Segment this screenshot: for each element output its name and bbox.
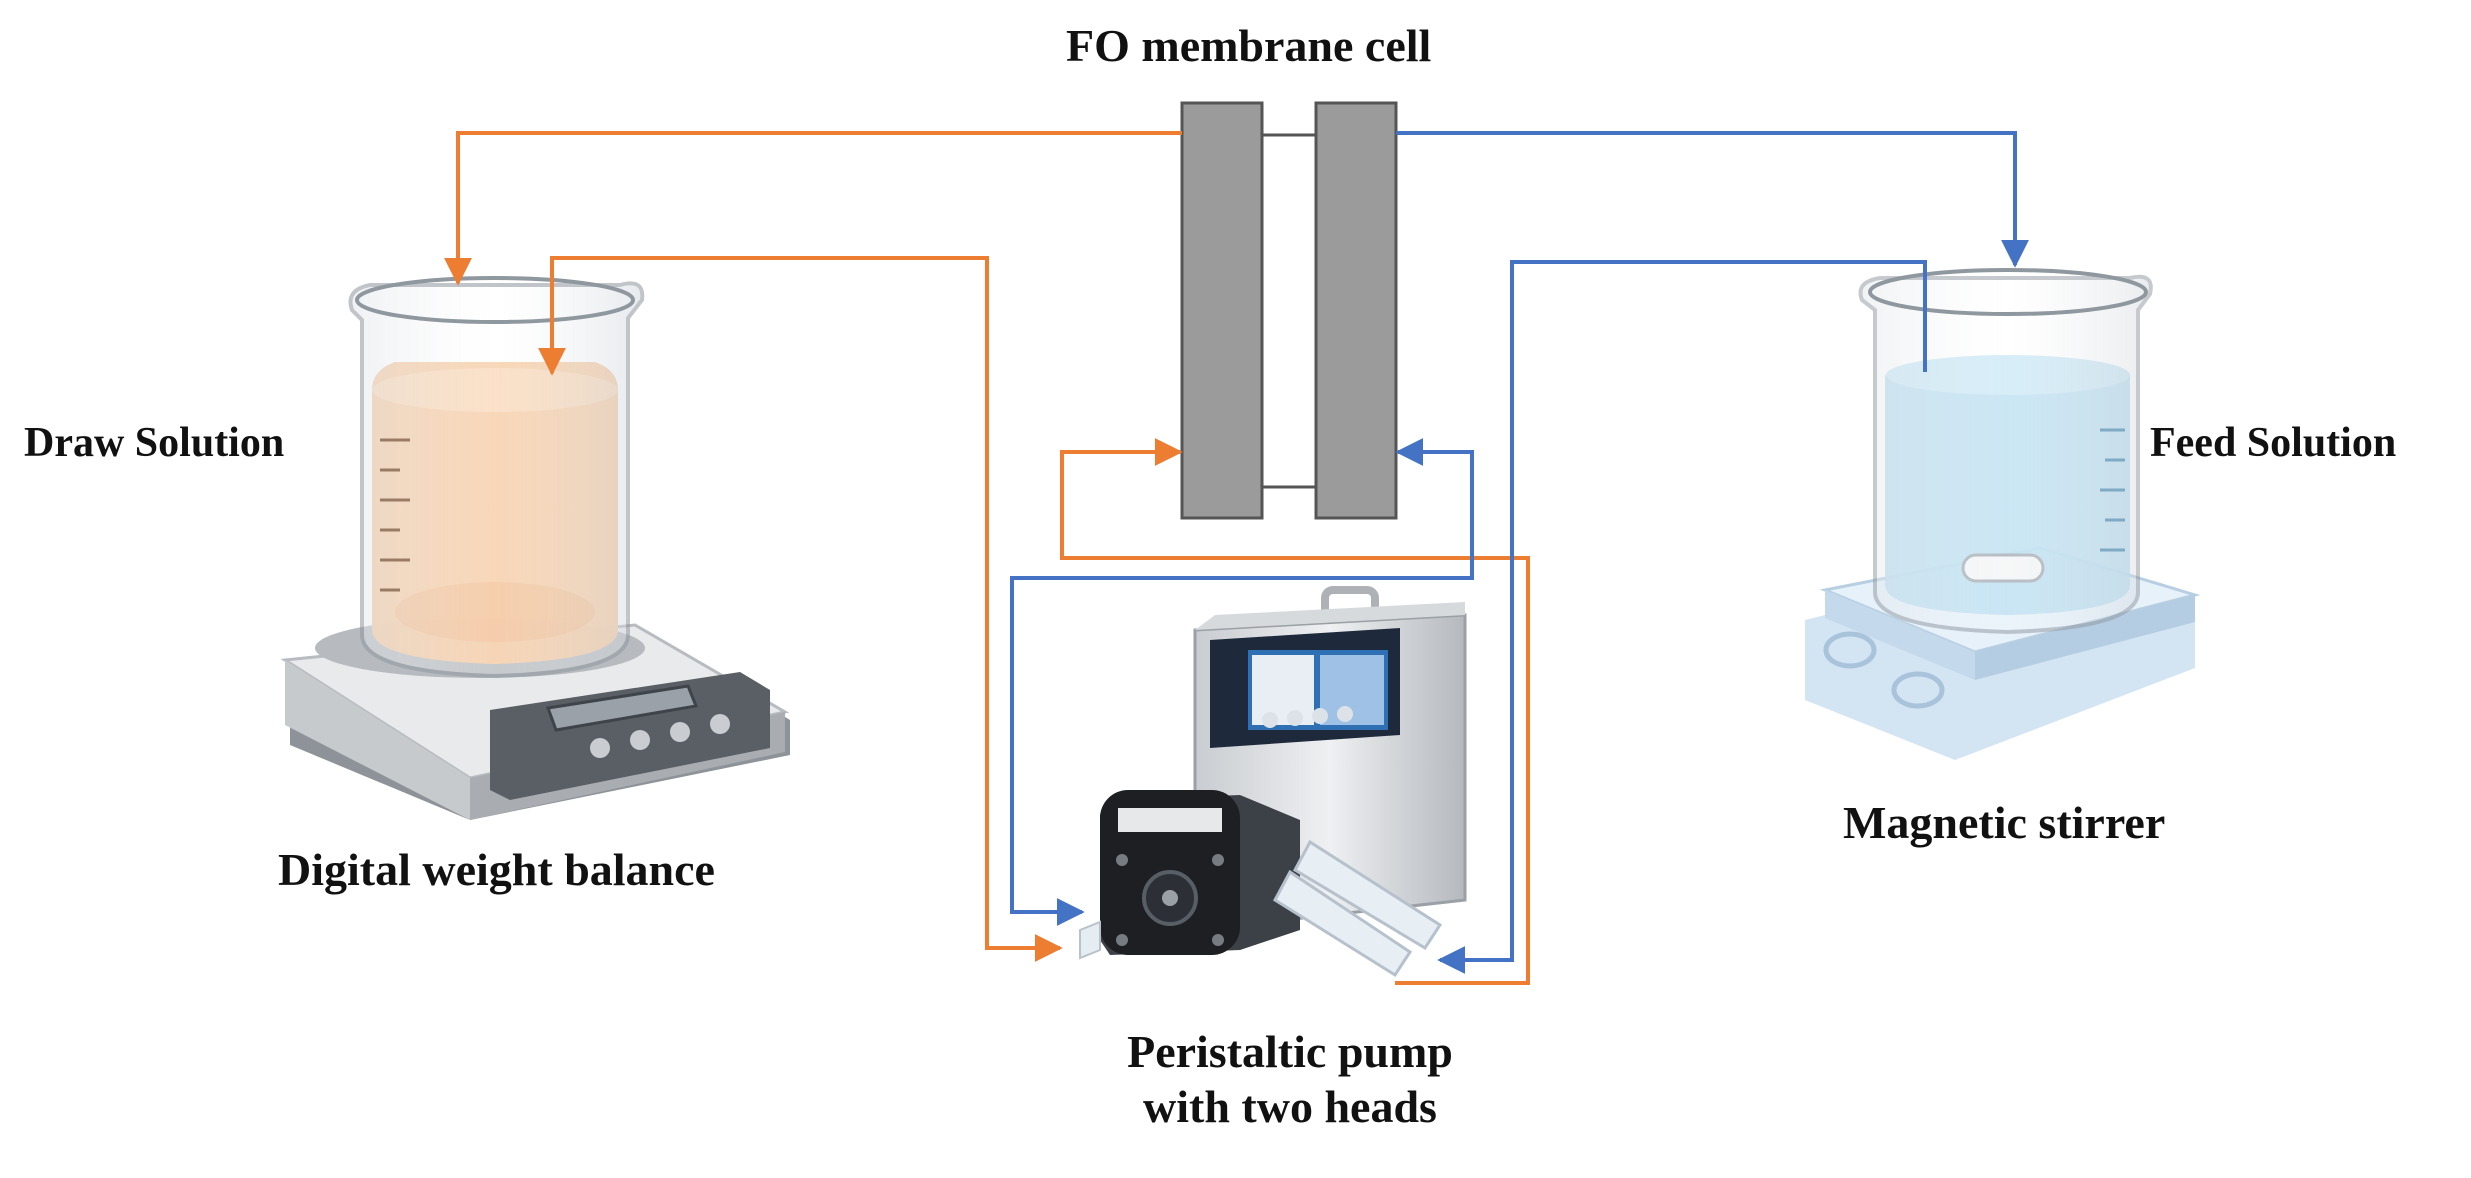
feed-line-cell-to-beaker (1396, 131, 2029, 268)
draw-line-cell-to-beaker (444, 131, 1182, 286)
peristaltic-pump-icon (1079, 586, 1467, 978)
stirrer-label: Magnetic stirrer (1843, 797, 2166, 848)
beaker-feed-icon (1858, 268, 2153, 635)
feed-line-beaker-to-pump (1437, 260, 1927, 974)
membrane-cell-icon (1180, 101, 1398, 520)
balance-label: Digital weight balance (278, 844, 715, 895)
draw-line-beaker-to-pump (538, 256, 1063, 962)
membrane-cell-label: FO membrane cell (1066, 20, 1432, 71)
feed-loop-lines (1010, 131, 2029, 974)
feed-solution-label: Feed Solution (2150, 420, 2397, 466)
pump-label-line1: Peristaltic pump (1127, 1026, 1453, 1077)
feed-line-pump-to-cell (1010, 438, 1474, 926)
draw-solution-label: Draw Solution (24, 420, 285, 466)
pump-label: Peristaltic pump with two heads (1080, 1024, 1500, 1134)
pump-label-line2: with two heads (1143, 1081, 1437, 1133)
beaker-draw-icon (348, 276, 645, 679)
